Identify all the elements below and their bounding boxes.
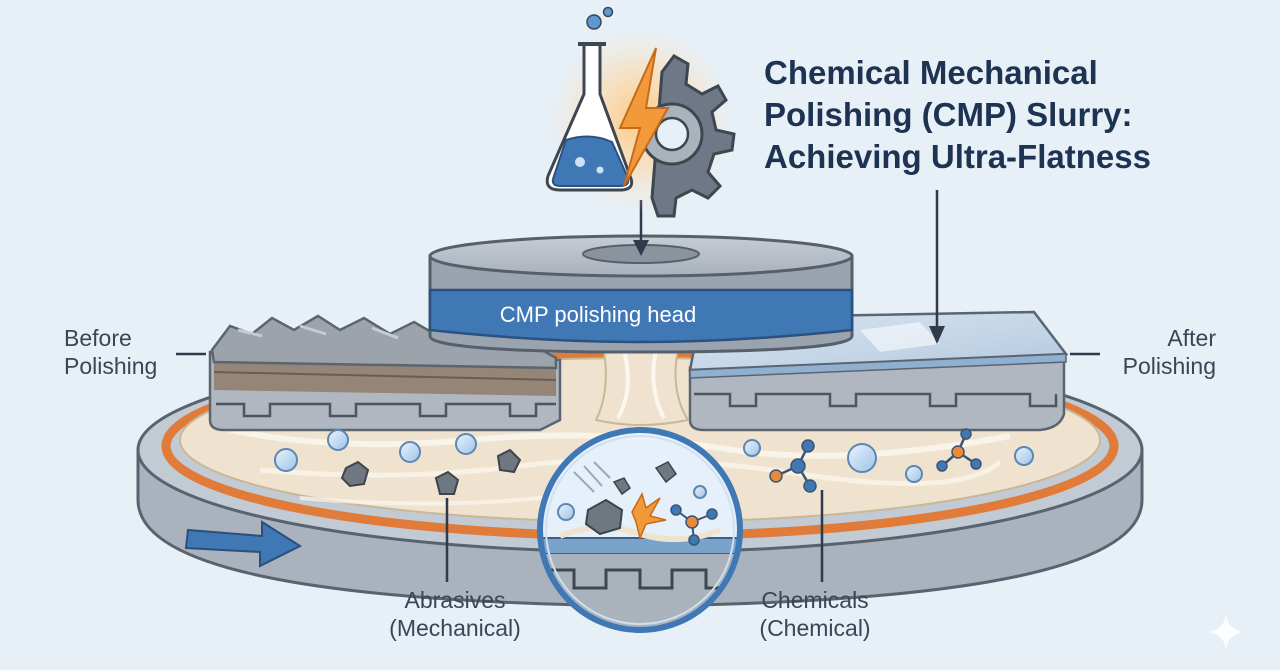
abrasive-particles [340, 448, 522, 495]
abrasives-label-line-2: (Mechanical) [389, 615, 521, 641]
title-line-1: Chemical Mechanical [764, 54, 1098, 91]
chemical-molecules [769, 428, 982, 493]
before-polishing-label: Before Polishing [64, 324, 157, 380]
rotation-arrow-icon [184, 520, 303, 568]
chemicals-label-line-1: Chemicals [761, 587, 869, 613]
after-label-line-1: After [1167, 325, 1216, 351]
after-polishing-label: After Polishing [1112, 324, 1216, 380]
head-band [428, 288, 854, 344]
chemicals-label: Chemicals (Chemical) [740, 586, 890, 642]
lightning-icon [618, 47, 670, 187]
wafer-before [208, 314, 562, 432]
abrasives-label: Abrasives (Mechanical) [380, 586, 530, 642]
flatness-arrow [929, 326, 945, 344]
title-line-2: Polishing (CMP) Slurry: [764, 96, 1133, 133]
before-label-line-1: Before [64, 325, 132, 351]
after-label-line-2: Polishing [1122, 353, 1216, 379]
head-arrow [633, 240, 649, 256]
slurry-process-icon [545, 6, 736, 218]
chemicals-label-line-2: (Chemical) [759, 615, 871, 641]
abrasives-label-line-1: Abrasives [404, 587, 506, 613]
polishing-head-label: CMP polishing head [499, 302, 697, 327]
sparkle-icon [1208, 614, 1244, 650]
slurry-bubbles [274, 429, 1034, 483]
diagram-title: Chemical Mechanical Polishing (CMP) Slur… [764, 52, 1234, 178]
title-line-3: Achieving Ultra-Flatness [764, 138, 1151, 175]
slurry-stream [594, 339, 690, 426]
before-label-line-2: Polishing [64, 353, 158, 379]
flask-icon [545, 6, 634, 192]
zoom-inset [537, 427, 743, 633]
